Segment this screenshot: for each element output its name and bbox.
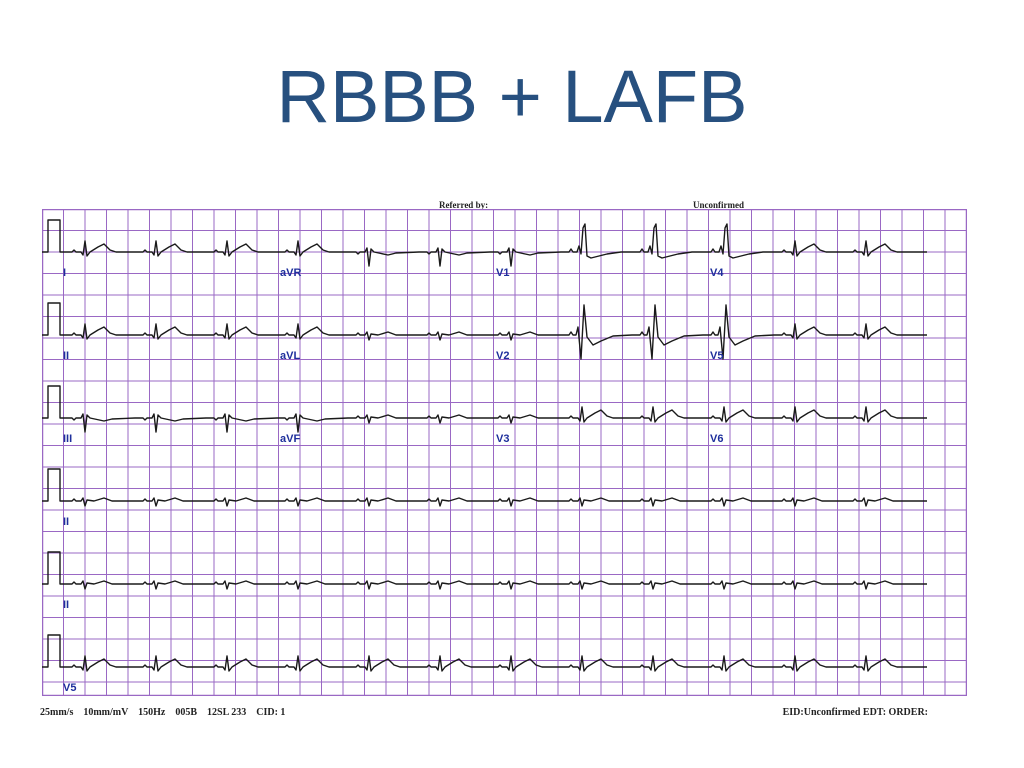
lead-label-v2: V2 xyxy=(496,350,510,362)
ecg-trace-row-1 xyxy=(42,219,927,267)
lead-label-avr: aVR xyxy=(280,267,302,279)
lead-label-avl: aVL xyxy=(280,350,301,362)
ecg-trace-row-5 xyxy=(42,551,927,590)
paper-speed: 25mm/s xyxy=(40,707,74,718)
slide-title: RBBB + LAFB xyxy=(276,55,748,138)
ecg-trace-row-4 xyxy=(42,468,927,507)
ecg-strip xyxy=(42,209,967,696)
filter: 150Hz xyxy=(138,707,166,718)
ecg-trace-row-2 xyxy=(42,302,927,360)
device-code: 005B xyxy=(175,707,198,718)
ecg-traces xyxy=(42,219,927,672)
lead-label-v4: V4 xyxy=(710,267,724,279)
gain: 10mm/mV xyxy=(83,707,129,718)
cid: CID: 1 xyxy=(256,707,286,718)
lead-label-v5: V5 xyxy=(710,350,724,362)
lead-label-rhythm-ii-b: II xyxy=(63,599,70,611)
ecg-footer-settings: 25mm/s 10mm/mV 150Hz 005B 12SL 233 CID: … xyxy=(40,707,285,718)
lead-label-ii: II xyxy=(63,350,70,362)
lead-label-rhythm-ii-a: II xyxy=(63,516,70,528)
referred-by-label: Referred by: xyxy=(439,200,489,210)
device-model: 12SL 233 xyxy=(207,707,247,718)
lead-label-rhythm-v5: V5 xyxy=(63,682,77,694)
confirmation-status: Unconfirmed xyxy=(693,200,744,210)
lead-label-iii: III xyxy=(63,433,73,445)
lead-label-i: I xyxy=(63,267,67,279)
lead-label-v3: V3 xyxy=(496,433,510,445)
lead-label-v1: V1 xyxy=(496,267,510,279)
ecg-trace-row-6 xyxy=(42,634,927,672)
lead-label-v6: V6 xyxy=(710,433,724,445)
ecg-footer-order: EID:Unconfirmed EDT: ORDER: xyxy=(782,707,928,718)
ecg-gridlines xyxy=(42,209,967,696)
ecg-trace-row-3 xyxy=(42,385,927,433)
lead-label-avf: aVF xyxy=(280,433,301,445)
